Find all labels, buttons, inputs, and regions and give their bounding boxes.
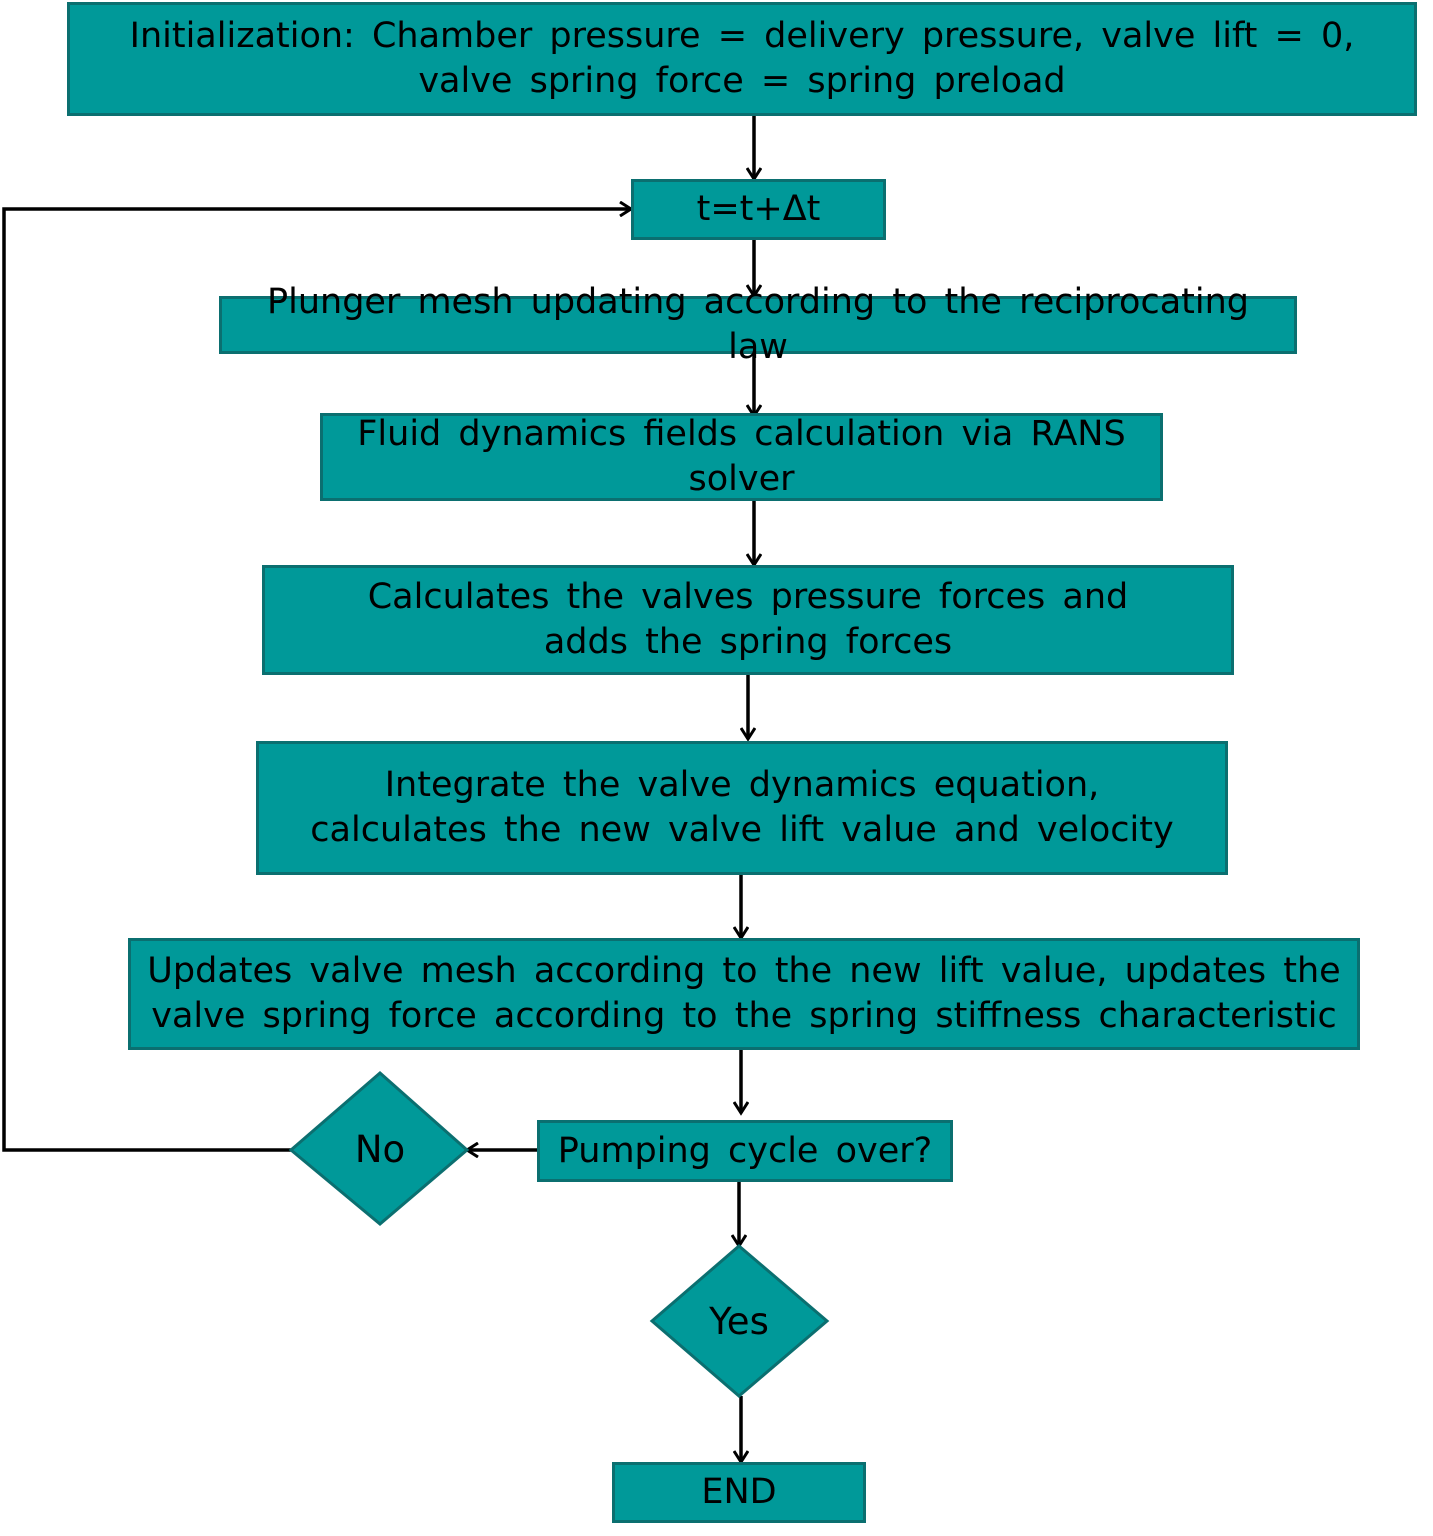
valve-forces-text: Calculates the valves pressure forces an…: [367, 577, 1129, 662]
end-text: END: [701, 1472, 777, 1512]
plunger-mesh-box: Plunger mesh updating according to the r…: [219, 282, 1297, 367]
init-text: Initialization: Chamber pressure = deliv…: [129, 16, 1355, 101]
update-mesh-text: Updates valve mesh according to the new …: [147, 951, 1341, 1036]
fluid-dynamics-text: Fluid dynamics fields calculation via RA…: [357, 414, 1126, 499]
integrate-box: Integrate the valve dynamics equation, c…: [256, 741, 1228, 875]
decision-yes-label: Yes: [709, 1300, 769, 1343]
update-mesh-box: Updates valve mesh according to the new …: [128, 938, 1360, 1050]
pumping-check-box: Pumping cycle over?: [537, 1120, 953, 1182]
plunger-mesh-text: Plunger mesh updating according to the r…: [267, 282, 1249, 367]
valve-forces-box: Calculates the valves pressure forces an…: [262, 565, 1234, 675]
time-step-text: t=t+Δt: [696, 189, 821, 229]
integrate-text: Integrate the valve dynamics equation, c…: [310, 765, 1174, 850]
loop-back-arrow: [2, 209, 631, 1152]
pumping-check-text: Pumping cycle over?: [557, 1130, 933, 1171]
end-box: END: [612, 1462, 866, 1523]
decision-no-label: No: [354, 1128, 406, 1171]
decision-yes-diamond: [649, 1244, 830, 1398]
init-box: Initialization: Chamber pressure = deliv…: [67, 2, 1417, 116]
time-step-box: t=t+Δt: [631, 179, 886, 240]
decision-no-diamond: [288, 1071, 470, 1226]
fluid-dynamics-box: Fluid dynamics fields calculation via RA…: [320, 413, 1163, 501]
